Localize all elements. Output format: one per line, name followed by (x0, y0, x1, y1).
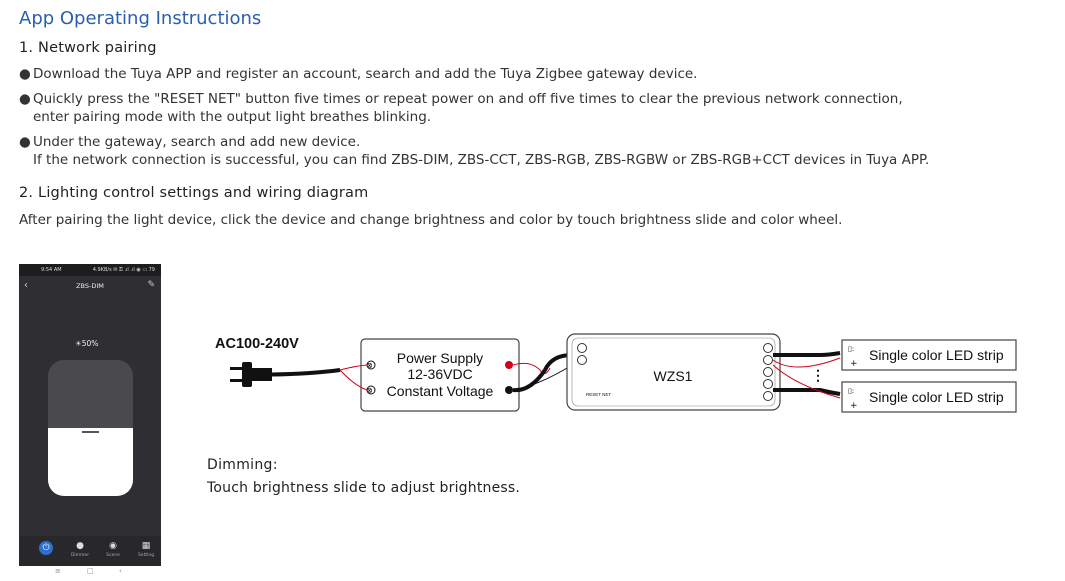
controller-label: WZS1 (654, 368, 693, 384)
svg-text:▯:: ▯: (848, 387, 854, 395)
tab-setting[interactable]: ▦ Setting (133, 541, 159, 558)
svg-text:+: + (850, 359, 858, 369)
svg-text:+: + (850, 401, 858, 411)
power-button[interactable]: ⏻ (33, 541, 59, 555)
home-nav-icon[interactable]: □ (87, 567, 94, 575)
ac-label: AC100-240V (215, 336, 299, 352)
brightness-slider-fill (48, 428, 133, 496)
psu-label-1: Power Supply (397, 350, 483, 366)
bullet-item: ●Quickly press the "RESET NET" button fi… (19, 91, 903, 107)
edit-icon[interactable]: ✎ (147, 280, 155, 290)
app-title: ZBS-DIM (76, 282, 104, 290)
page-title: App Operating Instructions (19, 8, 262, 29)
led-strip-label: Single color LED strip (869, 389, 1004, 405)
power-plug-icon (230, 362, 341, 387)
tab-scene[interactable]: ◉ Scene (100, 541, 126, 558)
led-strip-1: ▯: + Single color LED strip (841, 339, 1017, 371)
tab-label: Setting (137, 553, 155, 558)
back-icon[interactable]: ‹ (24, 280, 28, 291)
psu-label-3: Constant Voltage (387, 383, 494, 399)
back-nav-icon[interactable]: ‹ (119, 567, 122, 575)
power-supply-box: ⊗ ⊗ Power Supply 12-36VDC Constant Volta… (339, 338, 520, 412)
tab-dimmer[interactable]: ● Dimmer (67, 541, 93, 558)
dimming-text: Touch brightness slide to adjust brightn… (207, 480, 521, 496)
status-time: 9:54 AM (41, 267, 62, 273)
status-indicators: 4.9KB/s ✉ ⚿ .ıl .ıl ◉ ▭ 79 (92, 267, 155, 273)
tab-label: Dimmer (70, 553, 90, 558)
dimming-title: Dimming: (207, 457, 278, 473)
dimmer-icon: ● (76, 541, 84, 551)
bullet-item: ●Download the Tuya APP and register an a… (19, 66, 698, 82)
psu-label-2: 12-36VDC (407, 366, 472, 382)
wiring-diagram: AC100-240V ⊗ ⊗ Power Supply 12-36VDC Con… (215, 333, 1017, 413)
menu-nav-icon[interactable]: ≡ (55, 567, 61, 575)
svg-text:⊗: ⊗ (366, 361, 373, 370)
tab-label: Scene (106, 553, 120, 558)
bullet-item: ●Under the gateway, search and add new d… (19, 134, 361, 150)
reset-net-label: RESET NET (586, 392, 611, 397)
system-nav-bar: ≡ □ ‹ (19, 566, 161, 579)
app-bar: ‹ ZBS-DIM ✎ (19, 276, 161, 298)
svg-text:▯:: ▯: (848, 345, 854, 353)
led-strip-label: Single color LED strip (869, 347, 1004, 363)
section-title-network-pairing: 1. Network pairing (19, 40, 157, 56)
svg-text:⊗: ⊗ (366, 386, 373, 395)
scene-icon: ◉ (109, 541, 117, 551)
brightness-slider-handle[interactable] (82, 431, 99, 433)
power-icon: ⏻ (39, 541, 53, 555)
section-title-lighting-control: 2. Lighting control settings and wiring … (19, 185, 369, 201)
led-strip-2: ▯: + Single color LED strip (841, 381, 1017, 413)
setting-icon: ▦ (141, 541, 151, 551)
brightness-label: ☀50% (75, 339, 99, 348)
bullet-continuation: enter pairing mode with the output light… (33, 109, 432, 125)
ellipsis-icon: ⋮ (811, 367, 825, 383)
status-bar: 9:54 AM 4.9KB/s ✉ ⚿ .ıl .ıl ◉ ▭ 79 (19, 264, 161, 276)
tab-bar: ⏻ ● Dimmer ◉ Scene ▦ Setting (19, 536, 161, 566)
app-screenshot: 9:54 AM 4.9KB/s ✉ ⚿ .ıl .ıl ◉ ▭ 79 ‹ ZBS… (19, 264, 161, 579)
section-text: After pairing the light device, click th… (19, 212, 843, 228)
bullet-continuation: If the network connection is successful,… (33, 152, 930, 168)
brightness-slider[interactable] (48, 360, 133, 496)
controller-wzs1: WZS1 RESET NET (566, 333, 781, 411)
